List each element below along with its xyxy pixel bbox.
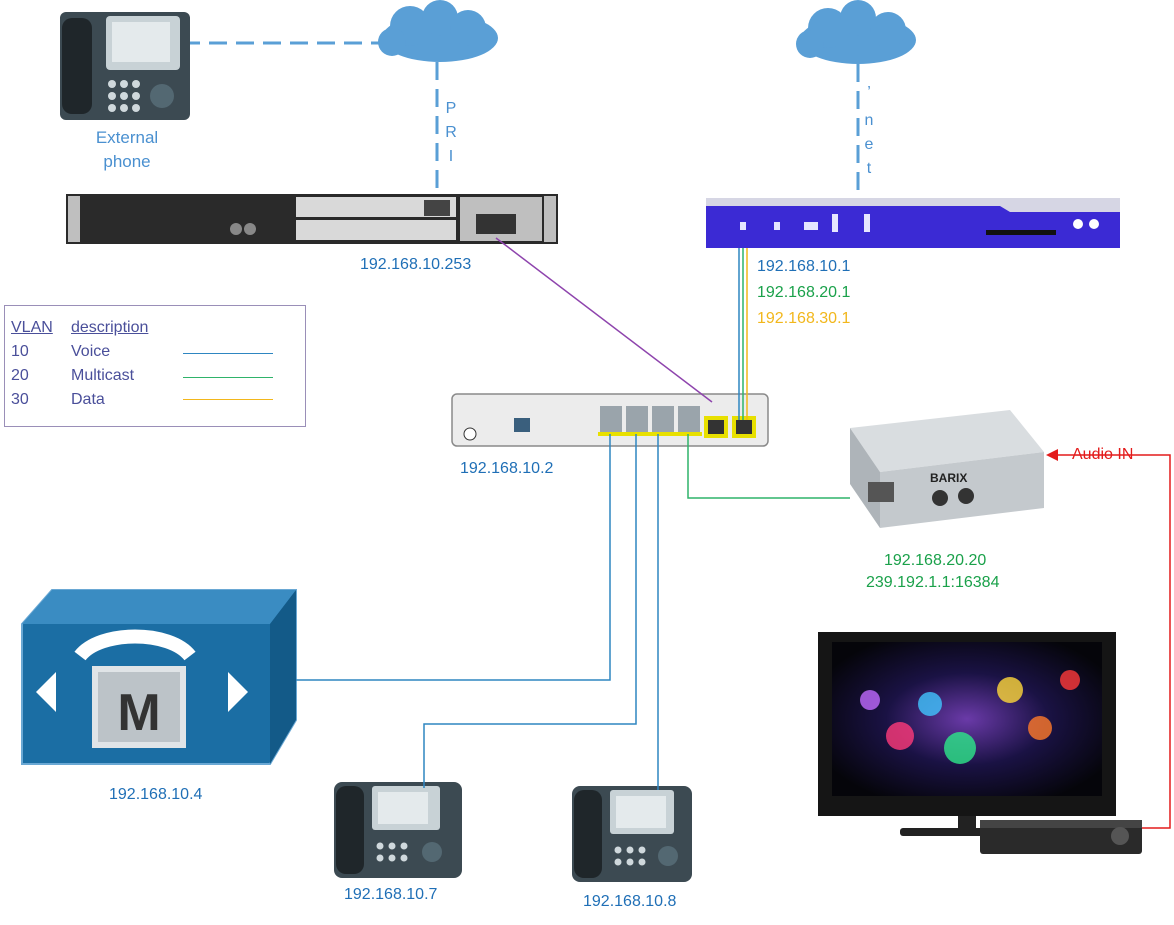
switch-ip-label: 192.168.10.2 [460, 460, 554, 477]
router-ip-label: 192.168.10.253 [360, 256, 472, 273]
net-letter-4: t [866, 160, 872, 177]
legend-vlan-30: 30 [11, 391, 29, 408]
audio-in-label: Audio IN [1072, 446, 1134, 463]
callmanager-ip-label: 192.168.10.4 [109, 786, 203, 803]
dashed-links [182, 41, 860, 200]
cloud-icon-pri [378, 0, 498, 62]
firewall-ip-voice: 192.168.10.1 [757, 258, 851, 275]
legend-vlan-20: 20 [11, 367, 29, 384]
tv-icon [818, 632, 1116, 836]
legend-line-data [183, 399, 273, 400]
pri-letter-p: P [445, 100, 457, 117]
legend-header-vlan: VLAN [11, 319, 53, 336]
barix-icon: BARIX [850, 410, 1044, 528]
pri-letter-r: R [445, 124, 457, 141]
audio-arrow-icon [1046, 449, 1058, 461]
barix-ip-label: 192.168.20.20 [884, 552, 987, 569]
net-letter-3: e [864, 136, 874, 153]
switch-icon [451, 393, 769, 447]
firewall-icon [706, 198, 1120, 248]
legend-line-voice [183, 353, 273, 354]
set-top-box-icon [980, 820, 1142, 854]
phone1-ip-label: 192.168.10.7 [344, 886, 438, 903]
net-letter-2: n [864, 112, 874, 129]
network-links [296, 237, 1171, 829]
router-icon [66, 194, 558, 244]
legend-header-description: description [71, 319, 149, 336]
legend-desc-voice: Voice [71, 343, 111, 360]
ip-phone-2-icon [572, 786, 692, 882]
phone2-ip-label: 192.168.10.8 [583, 893, 677, 910]
vlan-legend: VLAN description 10 Voice 20 Multicast 3… [4, 305, 306, 427]
cloud-icon-internet [796, 0, 916, 64]
legend-desc-data: Data [71, 391, 105, 408]
firewall-ip-data: 192.168.30.1 [757, 310, 851, 327]
barix-multicast-label: 239.192.1.1:16384 [866, 574, 1000, 591]
legend-desc-multicast: Multicast [71, 367, 135, 384]
barix-brand-text: BARIX [930, 471, 967, 485]
callmanager-letter: M [117, 684, 160, 742]
external-phone-label: External phone [95, 128, 159, 171]
ip-phone-1-icon [334, 782, 462, 878]
pri-letter-i: I [448, 148, 454, 165]
callmanager-icon: M [21, 589, 297, 765]
legend-line-multicast [183, 377, 273, 378]
net-letter-1: ’ [867, 84, 871, 101]
firewall-ip-multicast: 192.168.20.1 [757, 284, 851, 301]
external-phone-icon [60, 12, 190, 120]
legend-vlan-10: 10 [11, 343, 29, 360]
